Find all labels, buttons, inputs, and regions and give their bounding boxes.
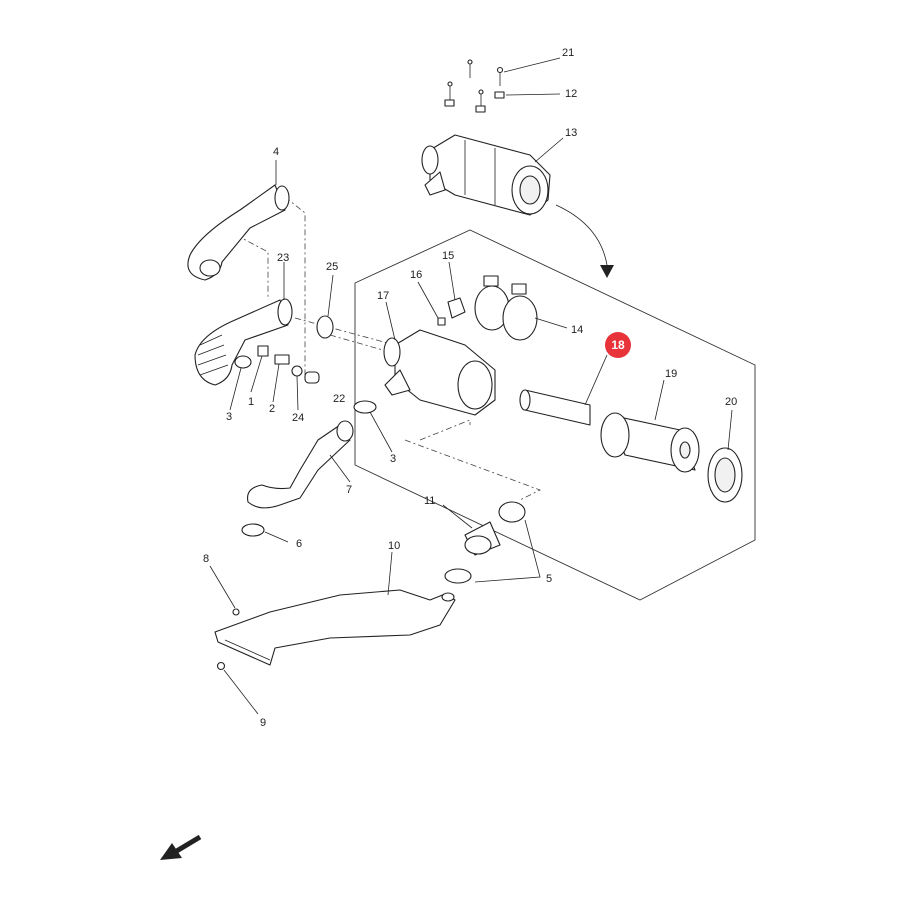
label-4: 4 bbox=[273, 146, 279, 158]
label-3-right: 3 bbox=[390, 453, 396, 465]
filter-housing bbox=[383, 329, 496, 416]
clamp-5a bbox=[498, 501, 526, 523]
clamp-5b bbox=[444, 568, 472, 584]
label-20: 20 bbox=[725, 396, 737, 408]
label-17: 17 bbox=[377, 290, 389, 302]
label-11: 11 bbox=[424, 495, 435, 507]
label-18: 18 bbox=[611, 338, 625, 352]
clamp-6 bbox=[241, 523, 265, 537]
label-1: 1 bbox=[248, 396, 254, 408]
label-23: 23 bbox=[277, 252, 289, 264]
label-2: 2 bbox=[269, 403, 275, 415]
label-15: 15 bbox=[442, 250, 454, 262]
highlight-circle bbox=[605, 332, 631, 358]
clamp-25 bbox=[316, 315, 334, 339]
primary-filter bbox=[600, 412, 700, 473]
label-25: 25 bbox=[326, 261, 338, 273]
label-8: 8 bbox=[203, 553, 209, 565]
intake-hose-lower bbox=[247, 424, 351, 509]
label-10: 10 bbox=[388, 540, 400, 552]
label-14: 14 bbox=[571, 324, 583, 336]
label-3-left: 3 bbox=[226, 411, 232, 423]
label-24: 24 bbox=[292, 412, 304, 424]
part-15 bbox=[447, 297, 466, 319]
part-16 bbox=[437, 317, 446, 326]
assembly-frame bbox=[354, 229, 756, 601]
hose-end bbox=[274, 185, 290, 211]
bellows-hose bbox=[194, 299, 289, 386]
plug-22 bbox=[304, 371, 320, 384]
safety-element bbox=[524, 389, 591, 426]
hardware-bolts bbox=[444, 59, 505, 113]
label-5: 5 bbox=[546, 573, 552, 585]
label-9: 9 bbox=[260, 717, 266, 729]
label-12: 12 bbox=[565, 88, 577, 100]
clamp-small bbox=[234, 355, 252, 369]
explode-arrowhead bbox=[600, 265, 614, 278]
alignment-lines bbox=[235, 196, 542, 501]
air-duct bbox=[214, 589, 456, 666]
clamp-3 bbox=[353, 400, 377, 414]
label-19: 19 bbox=[665, 368, 677, 380]
screw-8 bbox=[232, 608, 240, 616]
explode-arrow bbox=[555, 204, 608, 266]
front-direction-arrow-icon bbox=[160, 834, 202, 860]
part-labels: 21 12 13 4 23 25 16 15 17 14 19 20 1 2 2… bbox=[203, 47, 737, 729]
mounting-clamps bbox=[474, 275, 538, 341]
clip-24 bbox=[291, 365, 303, 377]
label-16: 16 bbox=[410, 269, 422, 281]
label-22: 22 bbox=[333, 393, 345, 405]
label-21: 21 bbox=[562, 47, 574, 59]
fitting-1 bbox=[257, 345, 269, 357]
label-13: 13 bbox=[565, 127, 577, 139]
nut-9 bbox=[216, 661, 226, 671]
highlighted-part-badge[interactable]: 18 bbox=[605, 332, 631, 358]
label-6: 6 bbox=[296, 538, 302, 550]
leader-lines bbox=[209, 57, 733, 715]
label-7: 7 bbox=[346, 484, 352, 496]
fitting-2 bbox=[274, 354, 290, 365]
air-filter-assembly bbox=[421, 134, 551, 216]
